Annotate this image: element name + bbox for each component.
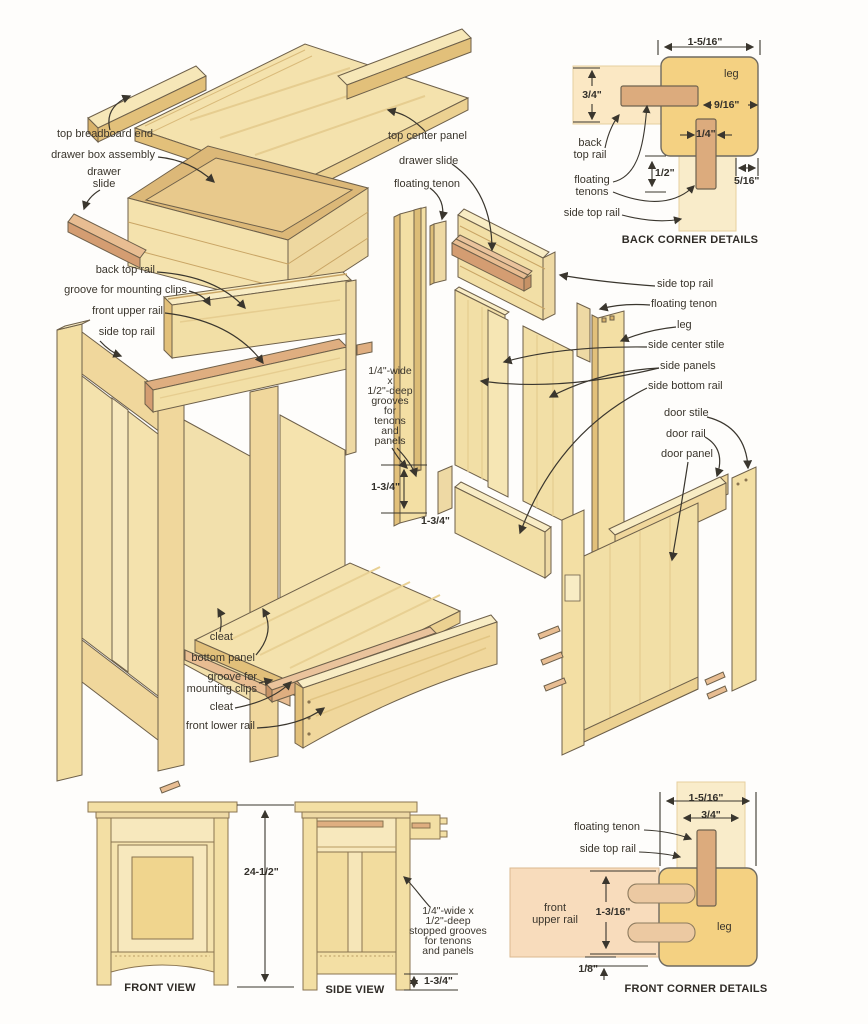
label-door-panel: door panel [661, 448, 713, 460]
dim-fc-1316: 1-3/16" [595, 906, 631, 918]
groove-dim [381, 464, 427, 514]
back-top-rail-shape [162, 271, 353, 360]
dim-bc-516: 5/16" [734, 175, 760, 187]
label-grooves-note: 1/4"-wide x 1/2"-deep grooves for tenons… [367, 365, 413, 447]
drawer-slide-left-shape [67, 213, 147, 269]
label-fc-floating-tenon: floating tenon [573, 821, 640, 833]
center-stile-shape [345, 279, 373, 456]
front-upper-rail-shape [144, 338, 348, 414]
label-groove-mounting-clips-lower: groove for mounting clips [186, 671, 257, 695]
caption-front-corner-details: FRONT CORNER DETAILS [624, 983, 768, 995]
label-leg: leg [677, 319, 692, 331]
side-top-rail-board-shape [451, 208, 556, 321]
label-drawer-box-assembly: drawer box assembly [51, 149, 155, 161]
caption-front-view: FRONT VIEW [124, 982, 196, 994]
side-bottom-rail-shape [454, 481, 552, 580]
label-floating-tenon-right: floating tenon [651, 298, 718, 310]
dim-fc-18: 1/8" [578, 963, 598, 975]
label-side-center-stile: side center stile [648, 339, 725, 351]
label-bc-back-top-rail: back top rail [573, 137, 607, 161]
front-corner-details-drawing [509, 781, 758, 980]
dim-bc-12: 1/2" [655, 167, 675, 179]
label-drawer-slide-right: drawer slide [399, 155, 459, 167]
leader-lines [82, 94, 753, 729]
floating-tenon-small-shape [437, 465, 453, 515]
dim-bc-34: 3/4" [582, 89, 602, 101]
top-breadboard-end-left-shape [87, 65, 207, 144]
label-side-panels: side panels [660, 360, 716, 372]
label-top-center-panel: top center panel [388, 130, 467, 142]
label-top-breadboard-end: top breadboard end [56, 128, 153, 140]
caption-back-corner-details: BACK CORNER DETAILS [621, 234, 759, 246]
caption-side-view: SIDE VIEW [325, 984, 385, 996]
label-sv-note: 1/4"-wide x 1/2"-deep stopped grooves fo… [409, 905, 487, 957]
front-lower-rail-shape [294, 614, 498, 749]
front-view-drawing [87, 801, 294, 988]
label-bc-side-top-rail: side top rail [563, 207, 620, 219]
dim-fc-34: 3/4" [701, 809, 721, 821]
label-floating-tenon-top: floating tenon [394, 178, 461, 190]
dim-bc-14: 1/4" [696, 128, 716, 140]
label-side-top-rail-left: side top rail [98, 326, 155, 338]
label-fc-front-upper-rail: front upper rail [532, 902, 578, 926]
label-cleat-lower: cleat [209, 701, 233, 713]
label-front-lower-rail: front lower rail [185, 720, 255, 732]
dim-1-3-4-b: 1-3/4" [421, 515, 450, 527]
label-side-top-rail-right: side top rail [657, 278, 714, 290]
floating-tenon-right-shape [576, 302, 591, 363]
label-groove-mounting-clips-upper: groove for mounting clips [64, 284, 187, 296]
back-corner-details-drawing [572, 40, 761, 232]
grooved-leg-shape [393, 206, 427, 527]
label-front-upper-rail: front upper rail [92, 305, 163, 317]
dim-fc-width: 1-5/16" [688, 792, 724, 804]
door-group-shape [561, 466, 757, 756]
label-door-stile: door stile [664, 407, 709, 419]
label-cleat-upper: cleat [209, 631, 233, 643]
label-bc-leg: leg [724, 68, 739, 80]
label-door-rail: door rail [666, 428, 706, 440]
top-breadboard-end-right-shape [337, 28, 472, 100]
dim-bc-916: 9/16" [714, 99, 740, 111]
label-drawer-slide-left: drawer slide [87, 166, 121, 190]
exploded-view [56, 28, 757, 838]
dim-1-3-4-a: 1-3/4" [371, 481, 400, 493]
side-panels-shape [454, 286, 574, 527]
label-bottom-panel: bottom panel [191, 652, 255, 664]
side-view-drawing [294, 801, 458, 991]
label-side-bottom-rail: side bottom rail [648, 380, 723, 392]
label-back-top-rail: back top rail [95, 264, 155, 276]
dim-bc-width: 1-5/16" [687, 36, 723, 48]
label-bc-floating-tenons: floating tenons [574, 174, 610, 198]
floating-tenon-top-shape [429, 220, 447, 286]
drawer-box-shape [126, 145, 370, 309]
dim-fv-height: 24-1/2" [244, 866, 279, 878]
dim-sv-134: 1-3/4" [424, 975, 453, 987]
label-fc-side-top-rail: side top rail [579, 843, 636, 855]
label-fc-leg: leg [717, 921, 732, 933]
